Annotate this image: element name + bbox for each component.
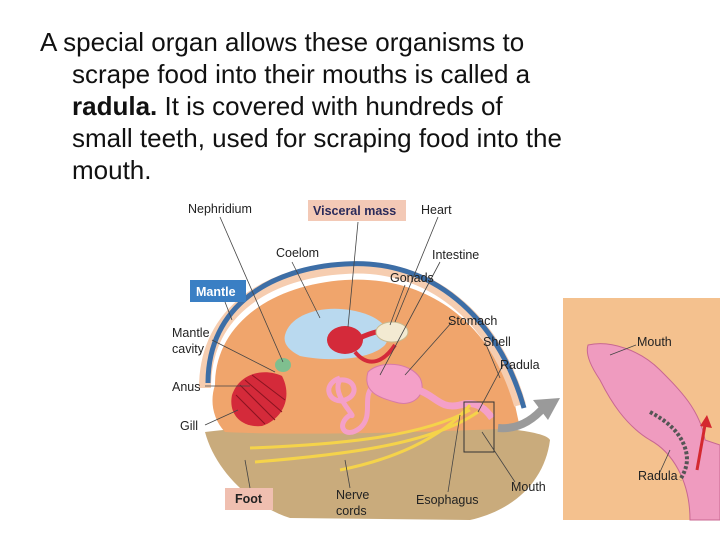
label-nerve-cords-2: cords <box>336 504 367 518</box>
text-line-2: scrape food into their mouths is called … <box>72 59 531 89</box>
esophagus-organ <box>416 386 495 421</box>
nephridium-organ <box>275 358 291 372</box>
inset-radula-teeth <box>649 410 689 482</box>
heart-vessel-2 <box>353 343 397 364</box>
intestine-organ <box>326 375 377 435</box>
heart-organ <box>327 326 363 354</box>
label-stomach: Stomach <box>448 314 497 328</box>
label-heart: Heart <box>421 203 452 217</box>
label-mantle-cavity-1: Mantle <box>172 326 210 340</box>
label-intestine: Intestine <box>432 248 479 262</box>
text-line-3-rest: It is covered with hundreds of <box>157 91 503 121</box>
inset-mouth-shape <box>586 343 720 521</box>
foot-box <box>225 488 273 510</box>
label-gill: Gill <box>180 419 198 433</box>
visceral-mass-box <box>308 200 406 221</box>
text-line-4: small teeth, used for scraping food into… <box>72 123 562 153</box>
slide-text: A special organ allows these organisms t… <box>40 26 690 186</box>
gill-lines <box>235 374 286 425</box>
label-mantle: Mantle <box>196 285 236 299</box>
label-radula: Radula <box>500 358 540 372</box>
mantle-box <box>190 280 246 302</box>
label-inset-radula: Radula <box>638 469 678 483</box>
text-line-1: A special organ allows these organisms t… <box>40 27 525 57</box>
inset-red-arrow-head <box>700 415 712 428</box>
radula-highlight-box <box>463 401 495 453</box>
body-shape <box>212 279 520 434</box>
label-visceral-mass: Visceral mass <box>313 204 396 218</box>
label-coelom: Coelom <box>276 246 319 260</box>
label-mouth: Mouth <box>511 480 546 494</box>
inset-red-arrow <box>695 424 707 471</box>
label-anus: Anus <box>172 380 201 394</box>
nerve-cords <box>249 404 479 472</box>
label-nephridium: Nephridium <box>188 202 252 216</box>
label-inset-mouth: Mouth <box>637 335 672 349</box>
text-line-5: mouth. <box>72 155 152 185</box>
shell-shape <box>205 261 527 409</box>
radula-term: radula. <box>72 91 158 121</box>
label-esophagus: Esophagus <box>416 493 479 507</box>
label-nerve-cords-1: Nerve <box>336 488 369 502</box>
leader-lines <box>204 216 671 493</box>
inset-arrow-head <box>533 398 560 420</box>
label-gonads: Gonads <box>390 271 434 285</box>
label-mantle-cavity-2: cavity <box>172 342 205 356</box>
text-line-3: radula. It is covered with hundreds of <box>40 90 690 122</box>
label-foot: Foot <box>235 492 263 506</box>
label-shell: Shell <box>483 335 511 349</box>
